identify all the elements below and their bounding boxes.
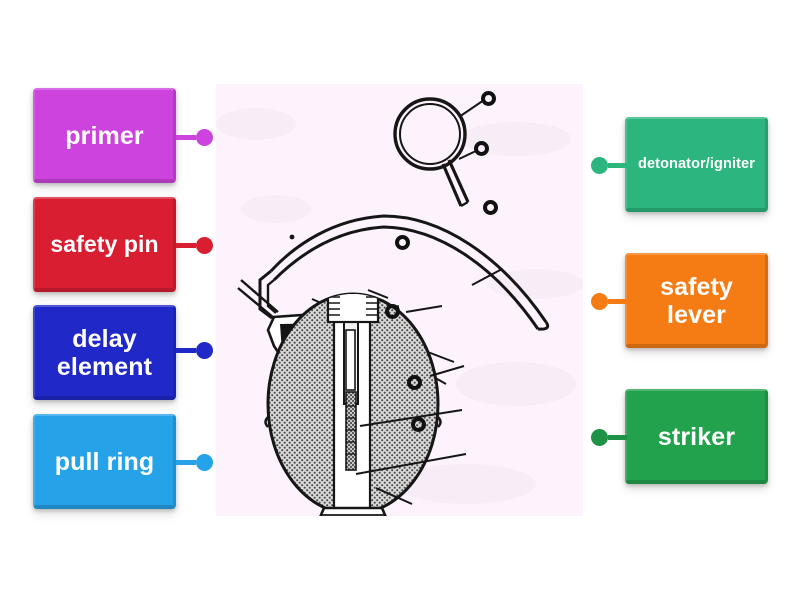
label-card-text: striker xyxy=(657,422,736,451)
label-card-safety-pin[interactable]: safety pin xyxy=(33,197,176,292)
label-card-text: safety pin xyxy=(50,230,159,257)
connector-detonator-igniter xyxy=(591,155,627,175)
drop-target-ring[interactable] xyxy=(481,91,496,106)
label-card-text: delay element xyxy=(56,324,153,381)
connector-safety-lever xyxy=(591,291,627,311)
label-card-pull-ring[interactable]: pull ring xyxy=(33,414,176,509)
label-card-striker[interactable]: striker xyxy=(625,389,768,484)
connector-delay-element xyxy=(176,340,213,360)
label-card-text: safety lever xyxy=(660,272,733,329)
connector-stem xyxy=(176,134,196,140)
label-card-text: pull ring xyxy=(54,447,155,476)
diagram-image-panel xyxy=(216,84,583,516)
drop-target-ring[interactable] xyxy=(411,417,426,432)
label-card-delay-element[interactable]: delay element xyxy=(33,305,176,400)
label-card-detonator-igniter[interactable]: detonator/igniter xyxy=(625,117,768,212)
drop-target-ring[interactable] xyxy=(395,235,410,250)
drop-target-ring[interactable] xyxy=(474,141,489,156)
drop-target-ring[interactable] xyxy=(407,375,422,390)
connector-knob[interactable] xyxy=(196,453,213,471)
connector-safety-pin xyxy=(176,235,213,255)
connector-knob[interactable] xyxy=(196,128,213,146)
connector-stem xyxy=(176,242,196,248)
label-card-text: primer xyxy=(65,121,144,150)
connector-primer xyxy=(176,127,213,147)
connector-knob[interactable] xyxy=(196,341,213,359)
drop-target-ring[interactable] xyxy=(483,200,498,215)
connector-striker xyxy=(591,427,627,447)
label-card-primer[interactable]: primer xyxy=(33,88,176,183)
label-card-text: detonator/igniter xyxy=(638,156,755,173)
connector-knob[interactable] xyxy=(591,156,608,174)
connector-knob[interactable] xyxy=(196,236,213,254)
connector-knob[interactable] xyxy=(591,428,608,446)
connector-stem xyxy=(176,347,196,353)
label-card-safety-lever[interactable]: safety lever xyxy=(625,253,768,348)
grenade-cutaway-diagram xyxy=(216,97,583,516)
connector-stem xyxy=(176,459,196,465)
connector-knob[interactable] xyxy=(591,292,608,310)
drop-target-ring[interactable] xyxy=(385,304,400,319)
connector-pull-ring xyxy=(176,452,213,472)
